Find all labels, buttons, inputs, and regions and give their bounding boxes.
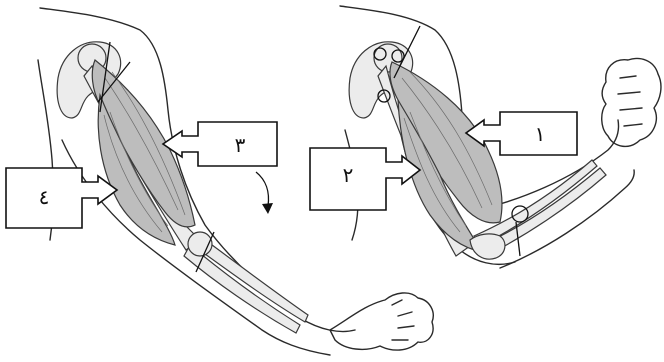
movement-arrow-icon <box>256 172 269 206</box>
callout-2: ٢ <box>310 148 420 210</box>
left-hand-fingers <box>392 300 414 340</box>
left-hand <box>330 293 433 350</box>
movement-arrow-head-icon <box>262 203 273 214</box>
right-hand <box>602 59 661 147</box>
left-radius <box>184 245 300 333</box>
label-1: ١ <box>535 122 546 146</box>
callout-2-arrow <box>310 148 420 210</box>
callout-4: ٤ <box>6 168 117 228</box>
callout-3: ٣ <box>163 122 277 166</box>
right-elbow-joint <box>470 234 505 259</box>
label-2: ٢ <box>343 163 354 187</box>
callout-4-arrow <box>6 168 117 228</box>
label-4: ٤ <box>39 185 50 209</box>
label-3: ٣ <box>235 133 246 157</box>
right-hand-fingers <box>618 76 642 126</box>
callout-3-arrow <box>163 122 277 166</box>
